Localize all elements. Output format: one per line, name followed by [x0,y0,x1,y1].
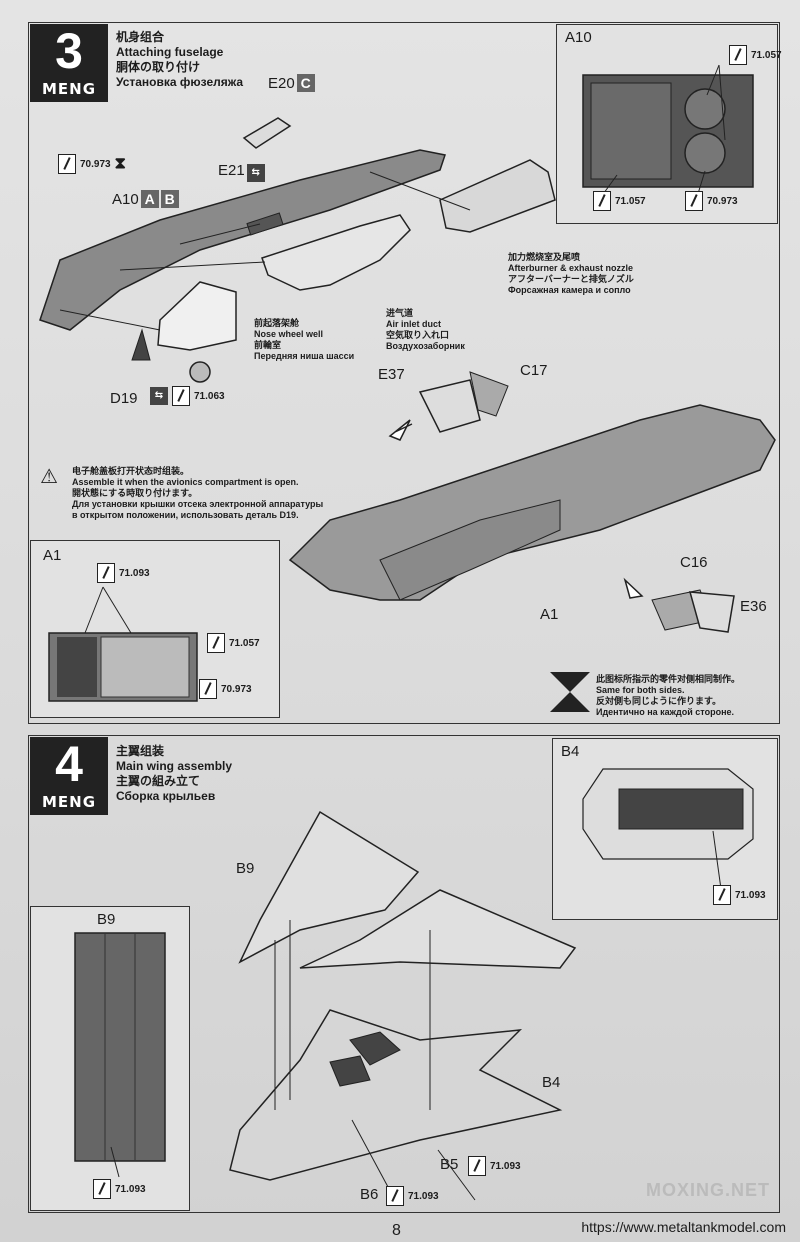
part-b9-label: B9 [236,860,255,877]
b6-paint: 71.093 [386,1186,439,1206]
b4-detail-inset: B4 71.093 [552,738,778,920]
meng-logo: MENG [41,80,97,98]
b4-detail-paint: 71.093 [713,885,766,905]
paintbrush-icon [97,563,115,583]
rotate-icon: ⇆ [246,164,265,182]
step3-number: 3 [55,23,83,79]
a1-detail-paint-2: 71.057 [207,633,260,653]
b4-detail-label: B4 [561,743,580,760]
step4-title-en: Main wing assembly [116,759,233,773]
paintbrush-icon [713,885,731,905]
meng-logo: MENG [41,793,97,811]
a10-detail-label: A10 [565,29,592,46]
part-a1-label: A1 [540,606,559,623]
warning-note: 电子舱盖板打开状态时组装。Assemble it when the avioni… [72,466,324,520]
a10-paint: 70.973⧗ [58,154,126,174]
part-d19-label: D19 [110,390,138,407]
part-c16-label: C16 [680,554,708,571]
a10-detail-paint-3: 70.973 [685,191,738,211]
step3-title-zh: 机身组合 [116,30,165,44]
step3-title-ja: 胴体の取り付け [116,60,201,74]
part-c17-label: C17 [520,362,548,379]
paintbrush-icon [172,386,190,406]
source-url: https://www.metaltankmodel.com [581,1219,786,1235]
step3-title-ru: Установка фюзеляжа [116,75,244,89]
part-b4-label: B4 [542,1074,561,1091]
paintbrush-icon [207,633,225,653]
a10-detail-drawing [582,64,754,198]
b9-detail-drawing [74,932,166,1178]
a10-detail-inset: A10 71.057 71.057 70.973 [556,24,782,224]
part-e37-label: E37 [378,366,405,383]
b4-detail-drawing [582,768,754,890]
b9-detail-inset: B9 71.093 [30,906,190,1211]
a10-version-box-a: A [140,190,159,208]
step4-number: 4 [55,736,83,792]
d19-paint: ⇆71.063 [148,386,225,406]
paintbrush-icon [593,191,611,211]
b9-detail-label: B9 [97,911,116,928]
page-number: 8 [392,1222,401,1239]
part-e21-label: E21⇆ [218,162,265,182]
paintbrush-icon [685,191,703,211]
paintbrush-icon [386,1186,404,1206]
fuselage-assembly-drawing [39,117,776,633]
step3-title: 机身组合 Attaching fuselage 胴体の取り付け Установк… [116,30,243,90]
warning-icon: ⚠ [40,466,58,488]
watermark: MOXING.NET [646,1180,771,1200]
part-b5-label: B5 [440,1156,459,1173]
part-b6-label: B6 [360,1186,379,1203]
step4-badge: 4 MENG [30,736,108,815]
a1-detail-inset: A1 71.093 71.057 70.973 [30,540,280,718]
a1-detail-drawing [48,586,198,702]
a10-version-box-b: B [160,190,179,208]
step4-title: 主翼组装 Main wing assembly 主翼の組み立て Сборка к… [116,744,232,804]
step4-title-zh: 主翼组装 [116,744,165,758]
b5-paint: 71.093 [468,1156,521,1176]
paintbrush-icon [729,45,747,65]
step4-title-ja: 主翼の組み立て [116,774,201,788]
paintbrush-icon [199,679,217,699]
part-e36-label: E36 [740,598,767,615]
both-sides-icon: ⧗ [114,155,126,172]
step3-panel [28,22,780,724]
a1-detail-paint-3: 70.973 [199,679,252,699]
step3-badge: 3 MENG [30,23,108,102]
step4-panel [28,735,780,1213]
paintbrush-icon [468,1156,486,1176]
step4-title-ru: Сборка крыльев [116,789,216,803]
b9-detail-paint: 71.093 [93,1179,146,1199]
a1-detail-paint-1: 71.093 [97,563,150,583]
a10-detail-paint-2: 71.057 [593,191,646,211]
same-sides-note: 此图标所指示的零件对侧相同制作。Same for both sides.反対側も… [596,674,741,717]
rotate-icon: ⇆ [150,387,168,405]
a10-detail-paint-1: 71.057 [729,45,782,65]
paintbrush-icon [58,154,76,174]
a1-detail-label: A1 [43,547,62,564]
paintbrush-icon [93,1179,111,1199]
step3-title-en: Attaching fuselage [116,45,224,59]
e20-version-box: C [296,74,315,92]
